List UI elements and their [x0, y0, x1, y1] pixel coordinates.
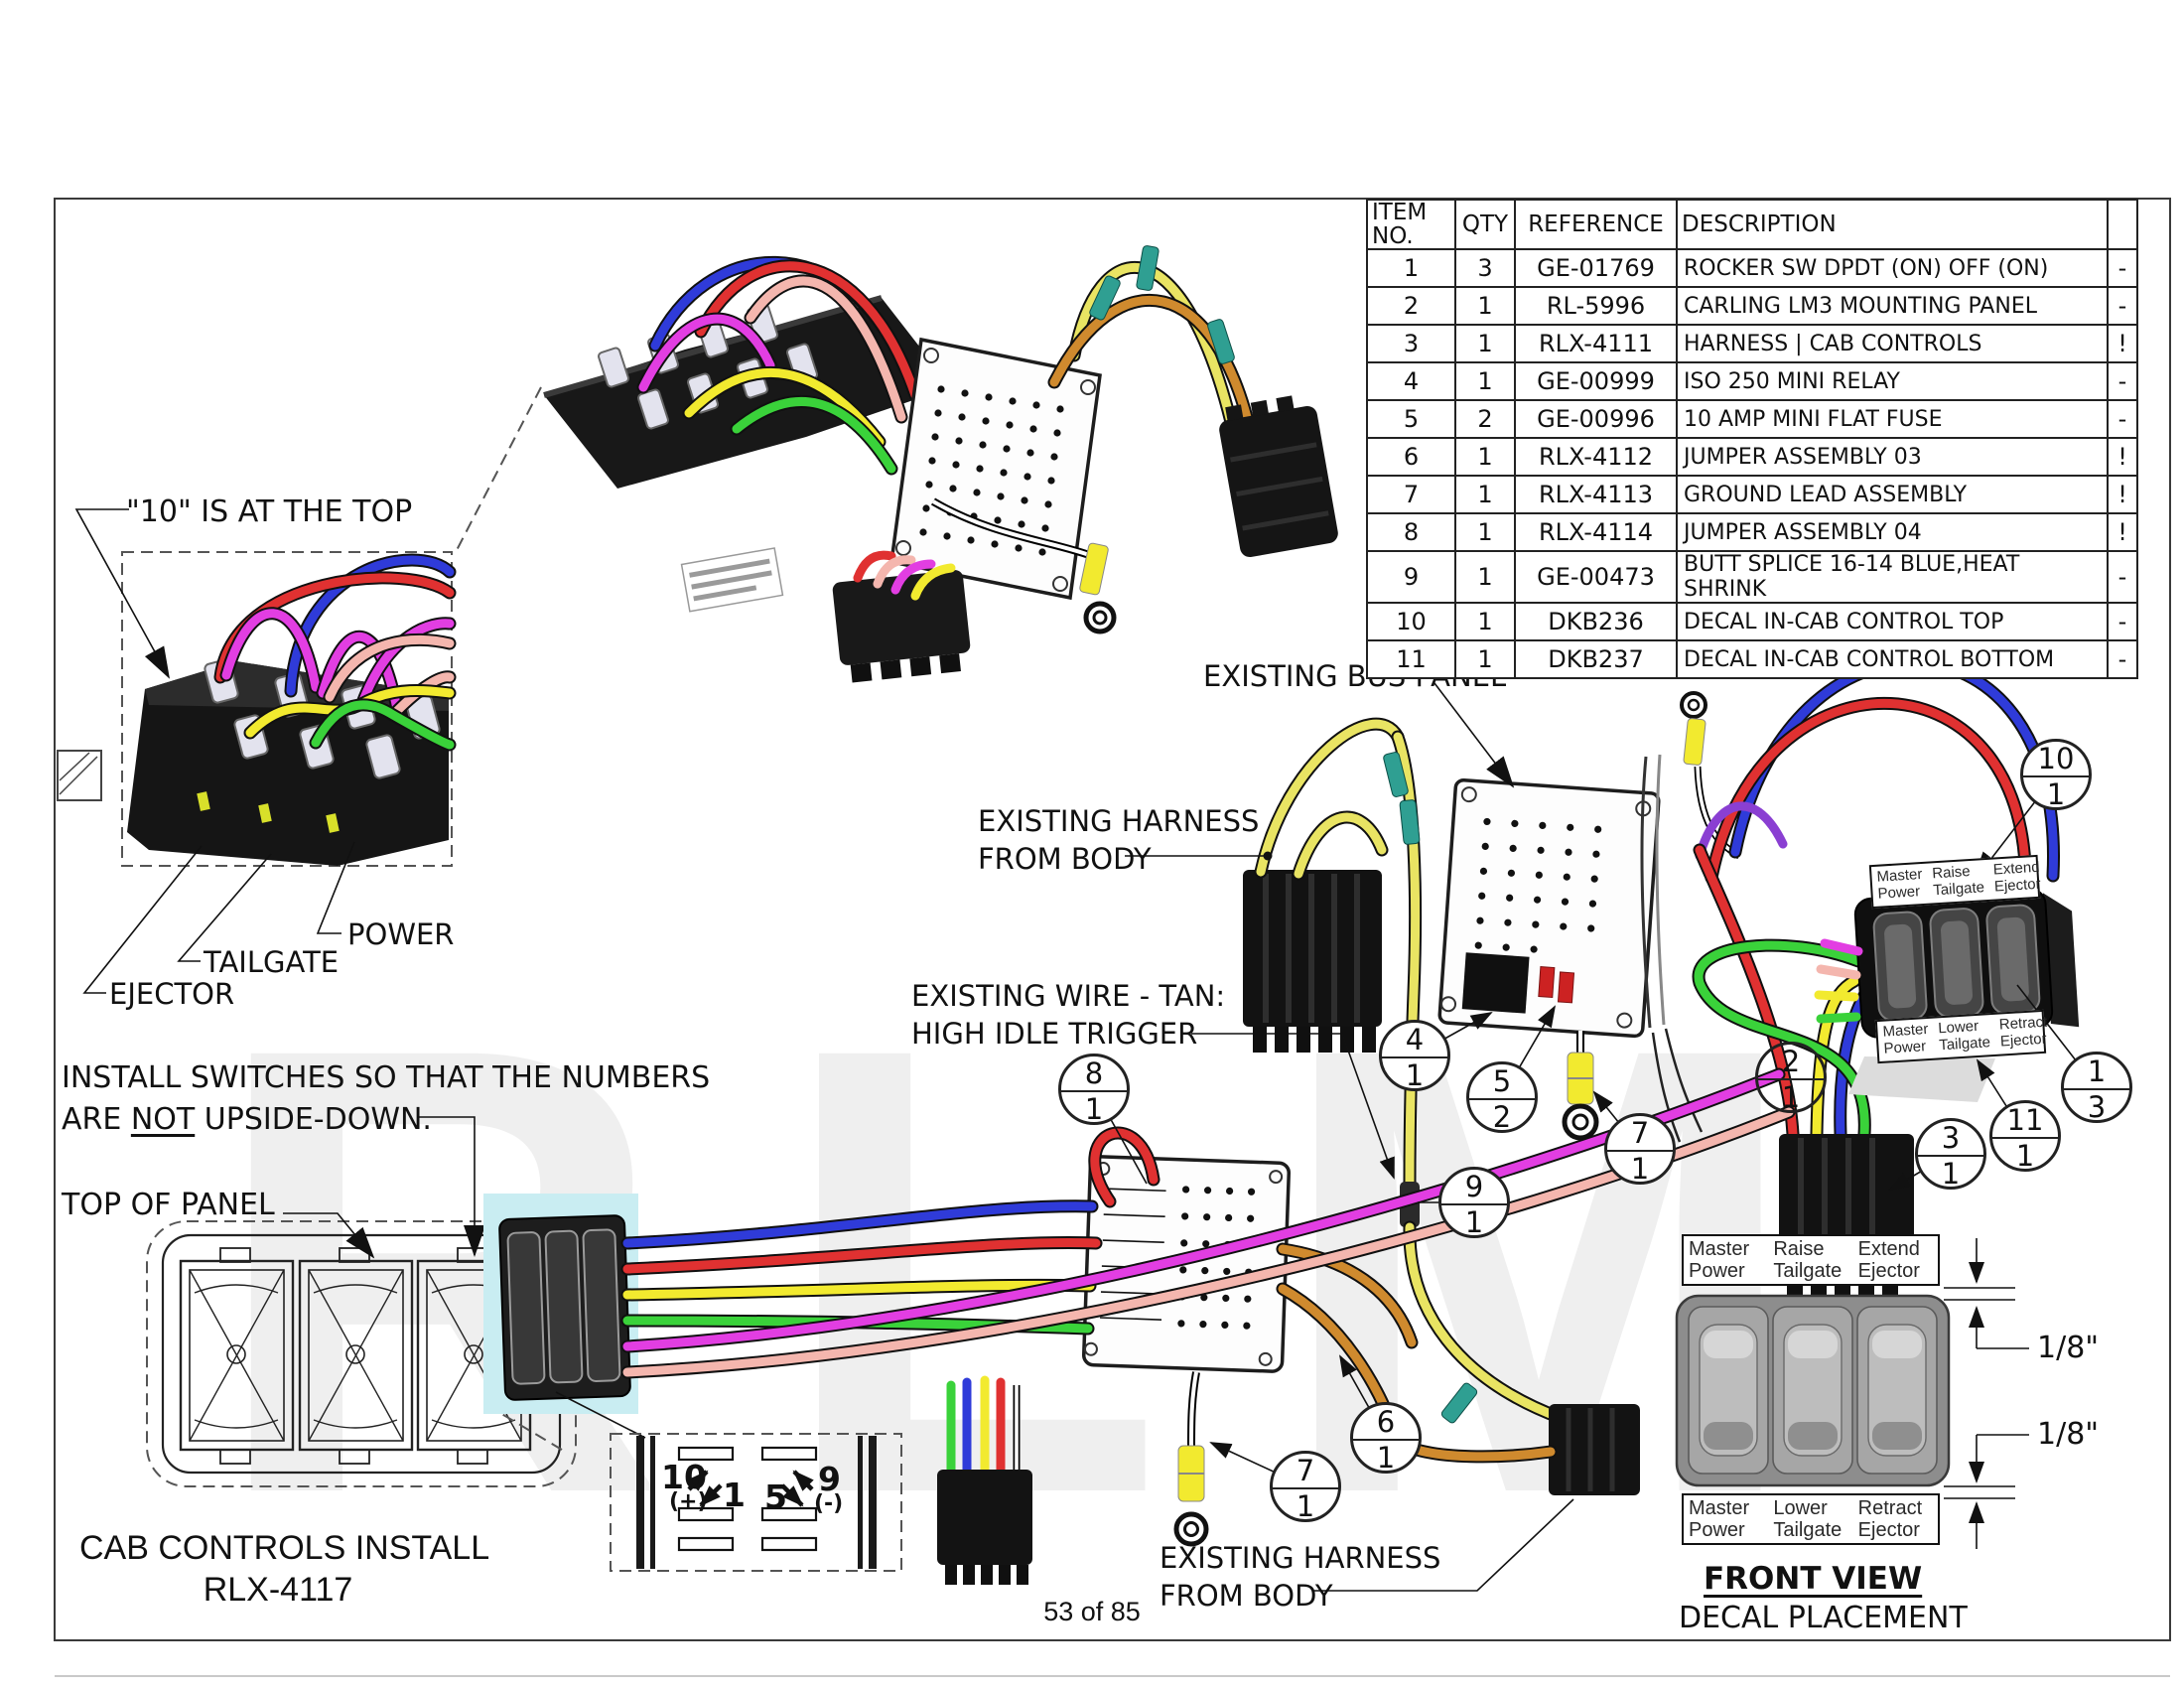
col-description: DESCRIPTION [1676, 199, 2109, 250]
note-install-rest: UPSIDE-DOWN. [195, 1102, 432, 1137]
col-flag [2107, 199, 2138, 250]
terminal-plus: (+) [669, 1489, 708, 1514]
col-qty: QTY [1454, 199, 1516, 250]
switch-bank-highlight [483, 1194, 646, 1439]
note-install-are: ARE [62, 1102, 131, 1137]
col-reference: REFERENCE [1514, 199, 1678, 250]
terminal-1: 1 [723, 1476, 746, 1514]
note-install-line1: INSTALL SWITCHES SO THAT THE NUMBERS [62, 1060, 711, 1095]
note-existing-wire-1: EXISTING WIRE - TAN: [911, 979, 1226, 1013]
title-part-number: RLX-4117 [203, 1571, 353, 1609]
sheet-frame [54, 198, 2171, 1677]
note-existing-harness-b2: FROM BODY [1160, 1579, 1333, 1613]
sheet-number: 53 of 85 [1043, 1597, 1141, 1626]
front-view-subtitle: DECAL PLACEMENT [1679, 1601, 1968, 1635]
switch-terminal-detail [610, 1433, 902, 1572]
harness-assembly-top [543, 245, 1338, 683]
terminal-9: 9 [818, 1460, 841, 1498]
terminal-minus: (-) [814, 1491, 844, 1516]
note-existing-harness-2: FROM BODY [978, 842, 1152, 876]
front-view-title: FRONT VIEW [1704, 1561, 1923, 1597]
note-install-not: NOT [130, 1102, 196, 1137]
note-ten-at-top: "10" IS AT THE TOP [126, 494, 413, 529]
note-existing-wire-2: HIGH IDLE TRIGGER [911, 1017, 1198, 1051]
note-install-line2: ARE NOT UPSIDE-DOWN. [62, 1102, 432, 1137]
fuse-block-detail-view [57, 386, 542, 994]
note-tailgate: TAILGATE [204, 945, 340, 979]
title-cab-controls: CAB CONTROLS INSTALL [79, 1529, 490, 1567]
table-header-row: ITEM NO. QTY REFERENCE DESCRIPTION [1366, 199, 2138, 250]
terminal-5: 5 [764, 1477, 787, 1516]
dim-top: 1/8" [2037, 1331, 2100, 1365]
note-existing-harness-1: EXISTING HARNESS [978, 804, 1260, 838]
note-top-of-panel: TOP OF PANEL [62, 1188, 275, 1222]
decal-dimensions [1944, 1238, 2029, 1549]
note-power: POWER [347, 917, 455, 951]
note-ejector: EJECTOR [109, 977, 235, 1011]
dim-bottom: 1/8" [2037, 1417, 2100, 1452]
col-item: ITEM NO. [1366, 199, 1456, 250]
front-view-panel [1675, 1238, 2029, 1549]
note-existing-harness-b1: EXISTING HARNESS [1160, 1541, 1441, 1575]
rocker-switch-panel-3d [1853, 888, 2080, 1039]
bus-panel-cluster [1243, 655, 2080, 1495]
